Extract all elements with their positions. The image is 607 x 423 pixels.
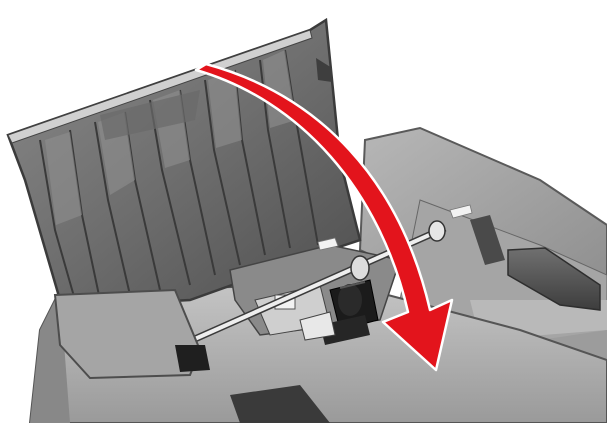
sensor-tab [317, 237, 339, 251]
paper-guide-right [507, 247, 601, 311]
guide-slot [470, 215, 505, 265]
close-cover-arrow-shape [194, 62, 454, 372]
close-cover-arrow [194, 62, 454, 372]
lower-left-guide [53, 288, 210, 380]
pick-roller [299, 279, 379, 345]
sensor-tab-2 [449, 204, 473, 219]
